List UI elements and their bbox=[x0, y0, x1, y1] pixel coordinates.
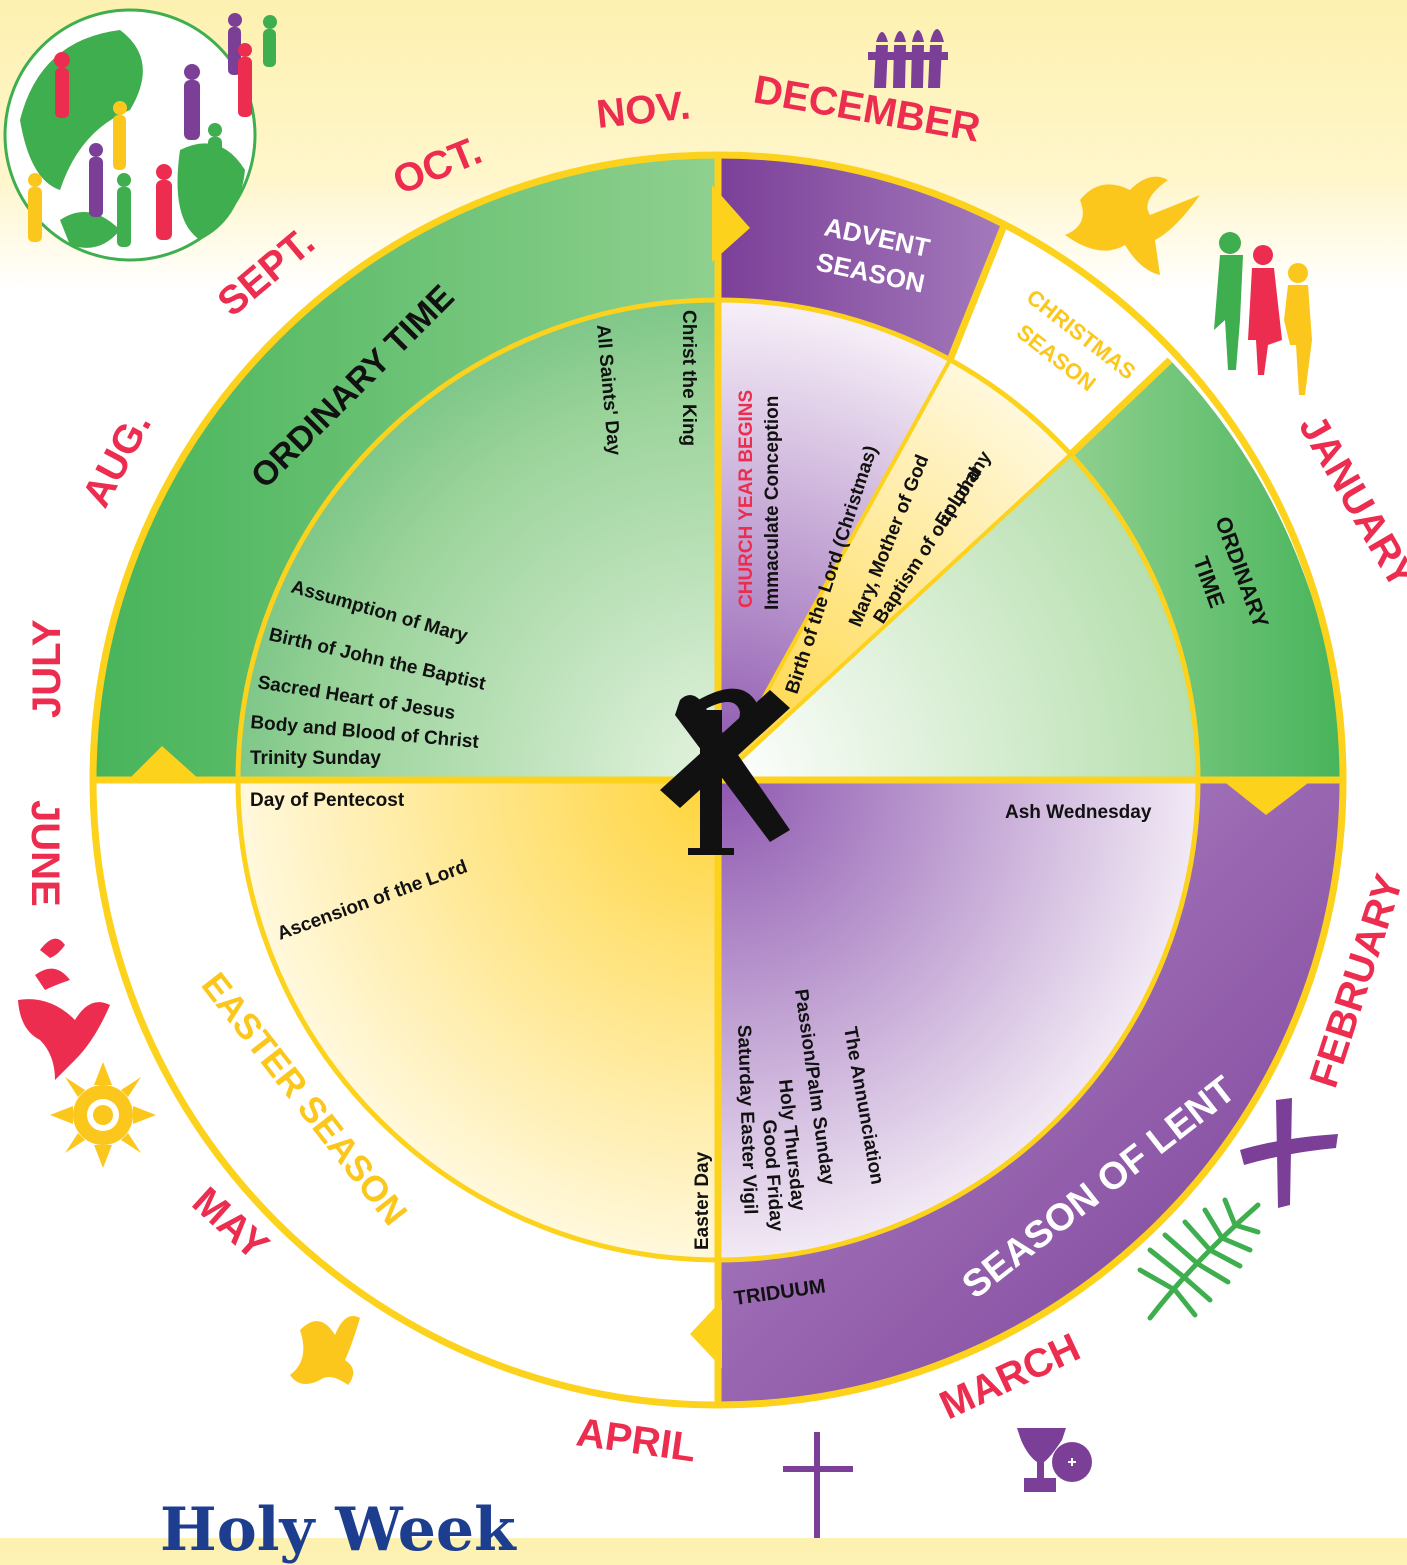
lily-icon bbox=[290, 1316, 360, 1385]
inner-advent-wedge bbox=[718, 300, 950, 780]
event-day-of-pentecost: Day of Pentecost bbox=[250, 790, 405, 811]
month-aug: AUG. bbox=[74, 405, 160, 514]
month-nov: NOV. bbox=[594, 83, 692, 137]
chalice-host-icon bbox=[1017, 1428, 1092, 1492]
inner-lent-quadrant bbox=[718, 780, 1198, 1260]
ordinary-time-small-ring-segment bbox=[1070, 360, 1343, 780]
cross-icon bbox=[783, 1432, 853, 1538]
event-immaculate-conception: Immaculate Conception bbox=[762, 396, 783, 610]
month-july: JULY bbox=[25, 619, 69, 718]
dove-icon bbox=[18, 938, 110, 1080]
palm-branch-icon bbox=[1137, 1197, 1261, 1321]
advent-ring-segment bbox=[718, 154, 1005, 360]
month-april: APRIL bbox=[574, 1410, 699, 1470]
inner-ordinary-quadrant bbox=[238, 300, 718, 780]
event-easter-day: Easter Day bbox=[692, 1151, 713, 1250]
month-december: DECEMBER bbox=[750, 68, 983, 151]
event-church-year-begins: CHURCH YEAR BEGINS bbox=[736, 390, 757, 608]
ordinary-time-ring-segment bbox=[93, 155, 718, 780]
event-ash-wednesday: Ash Wednesday bbox=[1005, 802, 1152, 823]
brush-cross-icon bbox=[1240, 1098, 1338, 1208]
advent-candles-icon bbox=[868, 29, 948, 88]
season-arrow-markers bbox=[128, 185, 1312, 1368]
page-title: Holy Week bbox=[160, 1495, 516, 1565]
sun-icon bbox=[50, 1062, 156, 1168]
event-christ-the-king: Christ the King bbox=[678, 310, 699, 446]
inner-easter-quadrant bbox=[238, 780, 718, 1260]
month-oct: OCT. bbox=[387, 128, 488, 203]
inner-ordinary-small-wedge bbox=[718, 455, 1198, 780]
chi-rho-icon bbox=[660, 688, 790, 855]
lent-ring-segment bbox=[718, 780, 1343, 1405]
angel-icon bbox=[1065, 176, 1200, 275]
inner-christmas-wedge bbox=[718, 360, 1070, 780]
event-trinity-sunday: Trinity Sunday bbox=[250, 748, 381, 769]
globe-with-people-icon bbox=[3, 8, 277, 262]
easter-ring-segment bbox=[93, 780, 718, 1405]
christmas-ring-segment bbox=[950, 223, 1170, 455]
month-june: JUNE bbox=[23, 800, 67, 907]
holy-family-icon bbox=[1214, 232, 1312, 395]
